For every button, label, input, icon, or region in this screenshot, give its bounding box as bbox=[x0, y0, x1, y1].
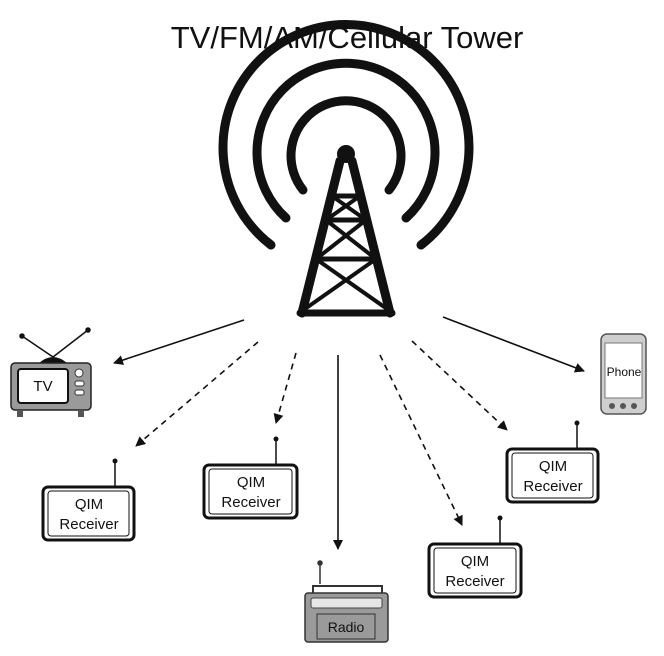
arrow-to-receiver-1 bbox=[135, 341, 259, 447]
tv-antenna-icon bbox=[19, 327, 91, 358]
receiver-outer bbox=[505, 447, 600, 504]
receiver-antenna-tip bbox=[112, 458, 118, 464]
receiver-label-line2: Receiver bbox=[59, 516, 118, 533]
arrow-to-receiver-3 bbox=[379, 354, 463, 526]
arrow-to-phone bbox=[442, 316, 585, 373]
qim-receiver-3: QIM Receiver bbox=[427, 515, 523, 599]
qim-receiver-2: QIM Receiver bbox=[202, 436, 299, 520]
radio-device: Radio bbox=[304, 560, 389, 643]
qim-receiver-4: QIM Receiver bbox=[505, 420, 600, 504]
tv-screen bbox=[17, 368, 69, 404]
tv-device: TV bbox=[10, 327, 92, 417]
phone-buttons-icon bbox=[609, 403, 637, 409]
receiver-label-line1: QIM bbox=[461, 553, 489, 570]
transmission-arrows bbox=[113, 316, 585, 550]
tv-knobs-icon bbox=[74, 368, 85, 396]
tower-icon bbox=[218, 20, 474, 318]
radio-dial-bar bbox=[310, 597, 383, 609]
qim-receiver-1: QIM Receiver bbox=[41, 458, 136, 542]
receiver-antenna-tip bbox=[574, 420, 580, 426]
tv-foot-left bbox=[17, 410, 23, 417]
receiver-outer bbox=[41, 485, 136, 542]
phone-label: Phone bbox=[607, 365, 642, 379]
receiver-inner bbox=[208, 468, 293, 515]
phone-screen bbox=[604, 342, 643, 399]
tv-foot-right bbox=[78, 410, 84, 417]
radio-label-box bbox=[316, 613, 376, 640]
radio-handle bbox=[312, 585, 383, 594]
tower-structure bbox=[296, 156, 396, 318]
receiver-label-line2: Receiver bbox=[445, 573, 504, 590]
receiver-antenna-tip bbox=[497, 515, 503, 521]
arrow-to-receiver-4 bbox=[411, 340, 508, 431]
receiver-outer bbox=[202, 463, 299, 520]
receiver-label-line1: QIM bbox=[237, 474, 265, 491]
radio-label: Radio bbox=[328, 619, 365, 635]
phone-device: Phone bbox=[600, 333, 647, 415]
receiver-label-line1: QIM bbox=[539, 458, 567, 475]
receiver-inner bbox=[433, 547, 517, 594]
receiver-label-line1: QIM bbox=[75, 496, 103, 513]
broadcast-rings bbox=[218, 20, 474, 250]
receiver-outer bbox=[427, 542, 523, 599]
receiver-label-line2: Receiver bbox=[221, 494, 280, 511]
receiver-label-line2: Receiver bbox=[523, 478, 582, 495]
receiver-inner bbox=[47, 490, 130, 537]
radio-antenna-icon bbox=[317, 560, 323, 584]
tv-label: TV bbox=[33, 378, 52, 395]
receiver-antenna-tip bbox=[273, 436, 279, 442]
receiver-inner bbox=[511, 452, 594, 499]
arrow-to-receiver-2 bbox=[273, 352, 297, 424]
arrow-to-tv bbox=[113, 319, 245, 365]
